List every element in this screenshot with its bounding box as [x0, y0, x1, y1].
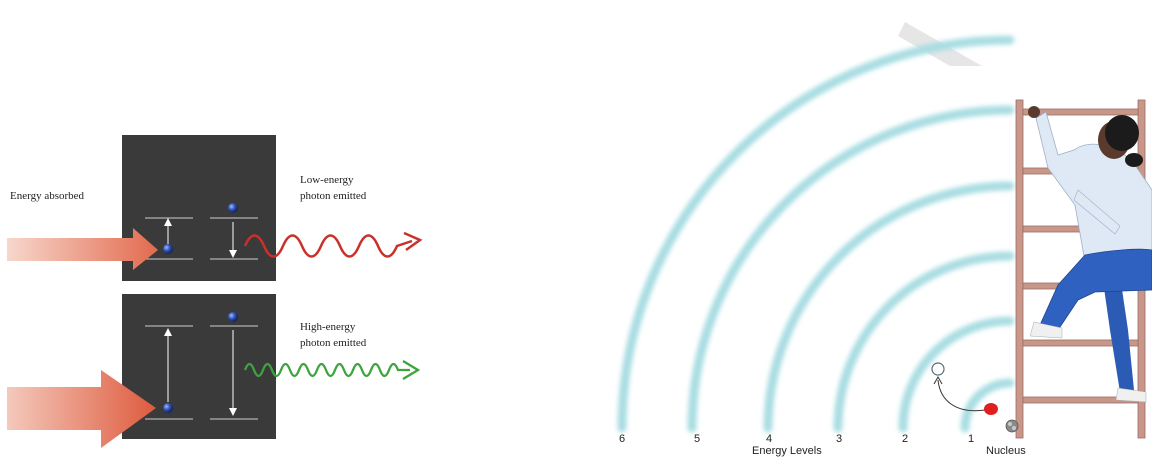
high-energy-label: photon emitted — [300, 337, 367, 349]
high-energy-photon-wave — [243, 362, 410, 378]
energy-level-arc-2 — [898, 316, 1015, 433]
low-energy-label: Low-energy — [300, 174, 354, 186]
level-number-3: 3 — [836, 433, 842, 445]
nucleus-label: Nucleus — [986, 445, 1026, 457]
electron-excited — [228, 312, 238, 322]
energy-levels-axis-label: Energy Levels — [752, 445, 822, 457]
low-energy-arrowhead — [403, 231, 423, 252]
level-number-1: 1 — [968, 433, 974, 445]
electron-jump-arrowhead — [933, 375, 943, 385]
excited-electron-outline — [931, 362, 945, 376]
electron-excited — [228, 203, 238, 213]
photon-emission-panel: Energy absorbed Low-energy photon emitte… — [7, 135, 423, 448]
electron-red — [984, 403, 998, 415]
energy-absorbed-label: Energy absorbed — [10, 190, 85, 202]
absorbed-energy-arrow-small — [7, 228, 158, 270]
energy-level-arc-5 — [687, 105, 1015, 433]
electron-ground — [163, 403, 173, 413]
high-energy-arrowhead — [402, 360, 421, 380]
energy-level-ladder-panel: 6 5 4 3 2 1 Energy Levels Nucleus — [617, 35, 1152, 457]
level-number-2: 2 — [902, 433, 908, 445]
level-number-4: 4 — [766, 433, 772, 445]
low-energy-label: photon emitted — [300, 190, 367, 202]
energy-level-arc-4 — [763, 181, 1015, 433]
level-number-6: 6 — [619, 433, 625, 445]
nucleus-icon — [1005, 419, 1019, 433]
energy-level-arc-6 — [617, 35, 1015, 433]
electron-ground — [163, 244, 173, 254]
person-climbing-ladder — [1028, 106, 1152, 403]
level-number-5: 5 — [694, 433, 700, 445]
low-energy-photon-wave — [243, 234, 413, 258]
high-energy-box — [122, 294, 276, 439]
absorbed-energy-arrow-large — [7, 370, 156, 448]
electron-jump-arrow — [937, 379, 986, 412]
energy-level-arc-1 — [960, 378, 1015, 433]
energy-level-arc-3 — [833, 251, 1015, 433]
high-energy-label: High-energy — [300, 321, 356, 333]
